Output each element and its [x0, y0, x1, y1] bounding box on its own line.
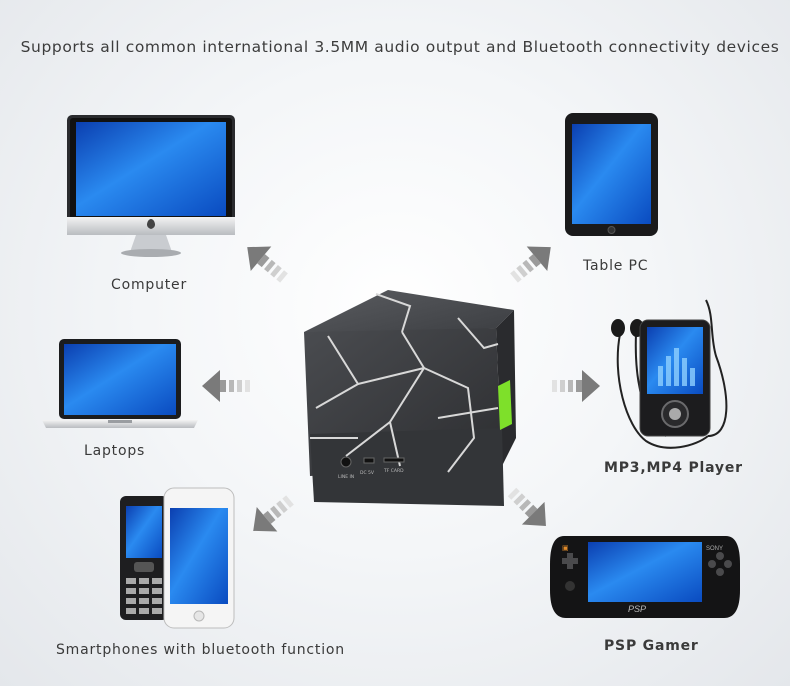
svg-text:▣: ▣: [562, 545, 569, 552]
computer-label: Computer: [111, 277, 187, 293]
smartphones-label: Smartphones with bluetooth function: [56, 642, 345, 658]
tablet-image: [564, 112, 660, 238]
psp-logo: PSP: [628, 604, 646, 614]
arrow-to-laptop-icon: [192, 364, 256, 408]
headline: Supports all common international 3.5MM …: [20, 38, 780, 56]
tablet-label: Table PC: [583, 258, 649, 274]
port-tf-label: TF CARD: [383, 468, 404, 474]
arrow-to-mp3-icon: [548, 364, 612, 408]
mp3-player-image: [606, 296, 746, 456]
port-line-in-label: LINE IN: [338, 474, 354, 480]
psp-image: ▣ SONY PSP: [548, 534, 742, 620]
laptop-label: Laptops: [84, 443, 146, 459]
sony-logo: SONY: [706, 546, 723, 552]
laptop-image: [42, 338, 198, 430]
computer-image: [66, 114, 238, 259]
smartphones-image: [118, 486, 238, 630]
mp3-label: MP3,MP4 Player: [604, 460, 743, 476]
port-dc-label: DC 5V: [360, 470, 375, 476]
arrow-to-computer-icon: [232, 230, 302, 291]
arrow-to-tablet-icon: [502, 230, 572, 291]
cube-speaker-image: LINE IN DC 5V TF CARD: [298, 288, 520, 510]
psp-label: PSP Gamer: [604, 638, 699, 654]
